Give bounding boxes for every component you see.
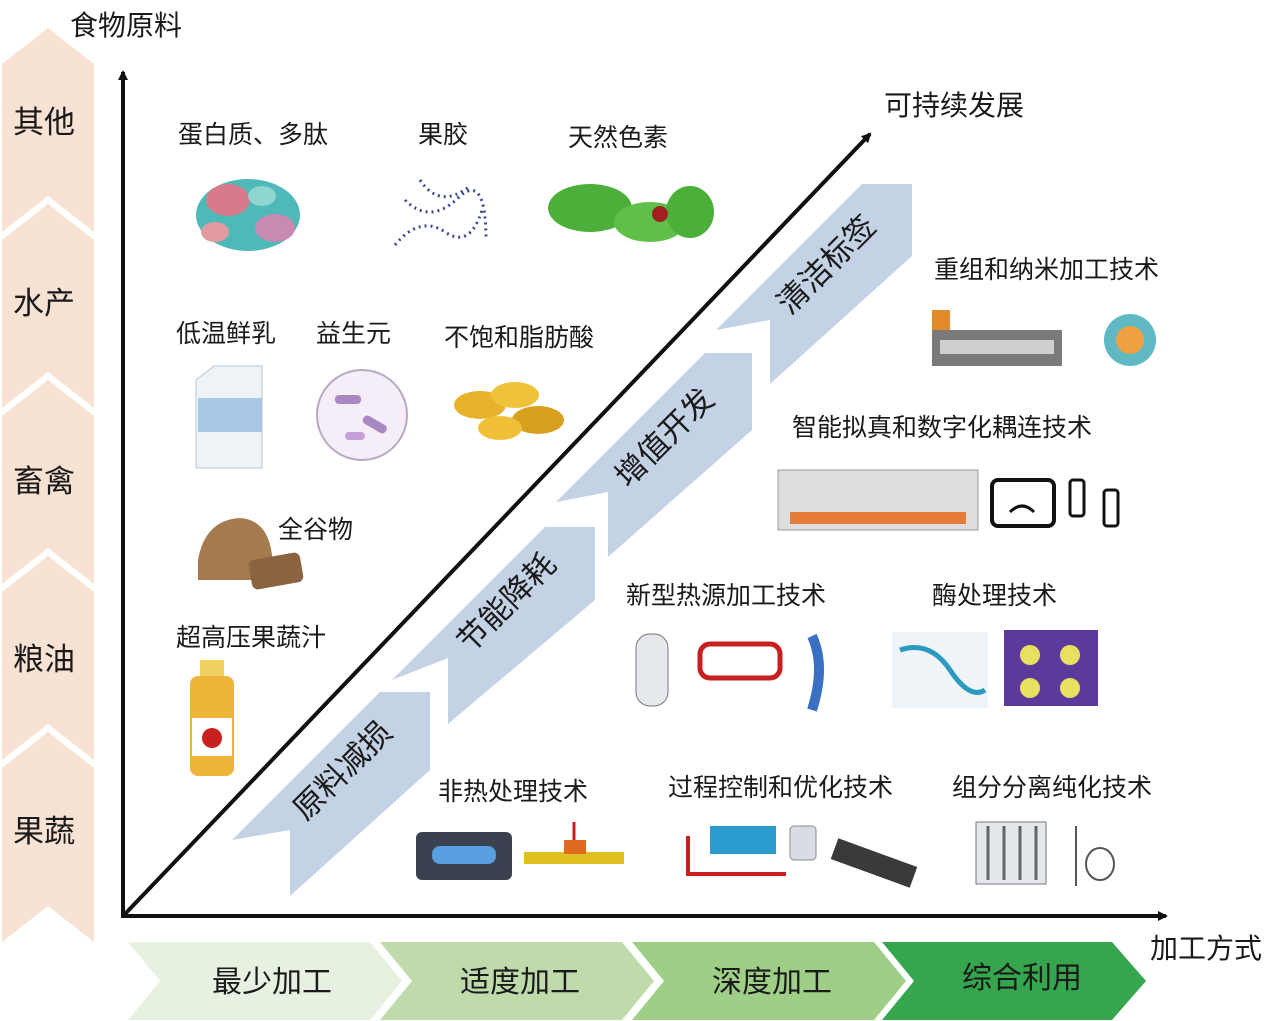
technology-label: 新型热源加工技术: [626, 581, 826, 610]
tablet-icon: [990, 478, 1056, 528]
usb-icon: [1068, 478, 1120, 528]
technology-labels: 重组和纳米加工技术 智能拟真和数字化耦连技术 新型热源加工技术 酶处理技术 非热…: [438, 255, 1159, 806]
ingredient-label: 超高压果蔬汁: [176, 623, 326, 652]
stage-chevron-3: [632, 942, 906, 1020]
technology-label: 组分分离纯化技术: [952, 773, 1152, 802]
stage-label: 综合利用: [962, 961, 1082, 996]
stage-chevron-4: [882, 942, 1146, 1020]
sustainability-label: 可持续发展: [884, 89, 1024, 122]
ingredient-label: 益生元: [316, 319, 391, 348]
bread-image: [198, 518, 304, 590]
non-thermal-image: [416, 822, 624, 880]
technology-label: 智能拟真和数字化耦连技术: [792, 413, 1092, 442]
ingredient-label: 果胶: [418, 120, 468, 149]
stage-label: 最少加工: [212, 965, 332, 1000]
technology-label: 过程控制和优化技术: [668, 773, 893, 802]
category-chevron-3: [2, 380, 94, 584]
y-axis-label: 食物原料: [70, 9, 182, 42]
capsule-image: [454, 382, 564, 440]
diagonal-band-2: [392, 527, 595, 724]
category-label: 其他: [13, 105, 75, 141]
technology-label: 重组和纳米加工技术: [934, 255, 1159, 284]
milk-carton-image: [195, 365, 263, 469]
category-chevron-1: [2, 28, 94, 232]
technology-label: 非热处理技术: [438, 777, 588, 806]
probiotic-image: [316, 369, 408, 461]
technology-label: 酶处理技术: [932, 581, 1057, 610]
process-control-image: [686, 825, 918, 888]
x-axis-label: 加工方式: [1150, 932, 1262, 965]
pectin-image: [393, 179, 488, 246]
category-chevron-5: [2, 732, 94, 942]
protein-image: [196, 179, 300, 251]
enzyme-image: [892, 630, 1098, 708]
ingredient-label: 天然色素: [568, 123, 668, 152]
heating-image: [635, 633, 824, 712]
diagonal-band-4: [716, 184, 912, 384]
separation-image: [975, 821, 1115, 886]
juice-bottle-image: [190, 660, 234, 776]
ingredient-label: 蛋白质、多肽: [178, 120, 328, 149]
stage-chevron-1: [128, 942, 402, 1020]
category-label: 水产: [13, 286, 75, 322]
category-chevron-4: [2, 556, 94, 760]
sustainability-arrow: [123, 132, 872, 916]
category-label: 粮油: [13, 642, 75, 678]
pigment-image: [548, 184, 714, 242]
category-column: 其他 水产 畜禽 粮油 果蔬: [2, 28, 94, 942]
category-label: 畜禽: [13, 464, 75, 500]
factory-image: [777, 469, 979, 531]
extruder-image: [932, 310, 1156, 366]
stage-chevron-2: [380, 942, 654, 1020]
stage-row: 最少加工 适度加工 深度加工 综合利用: [128, 942, 1146, 1020]
ingredient-label: 全谷物: [278, 515, 353, 544]
ingredient-label: 不饱和脂肪酸: [444, 323, 594, 352]
stage-label: 深度加工: [712, 965, 832, 1000]
stage-label: 适度加工: [460, 965, 580, 1000]
ingredient-label: 低温鲜乳: [176, 319, 276, 348]
category-chevron-2: [2, 204, 94, 408]
category-label: 果蔬: [13, 814, 75, 850]
diagonal-band-1: [232, 692, 430, 896]
diagonal-band-3: [556, 353, 752, 557]
ingredient-labels: 蛋白质、多肽 果胶 天然色素 低温鲜乳 益生元 不饱和脂肪酸 全谷物 超高压果蔬…: [176, 120, 668, 652]
